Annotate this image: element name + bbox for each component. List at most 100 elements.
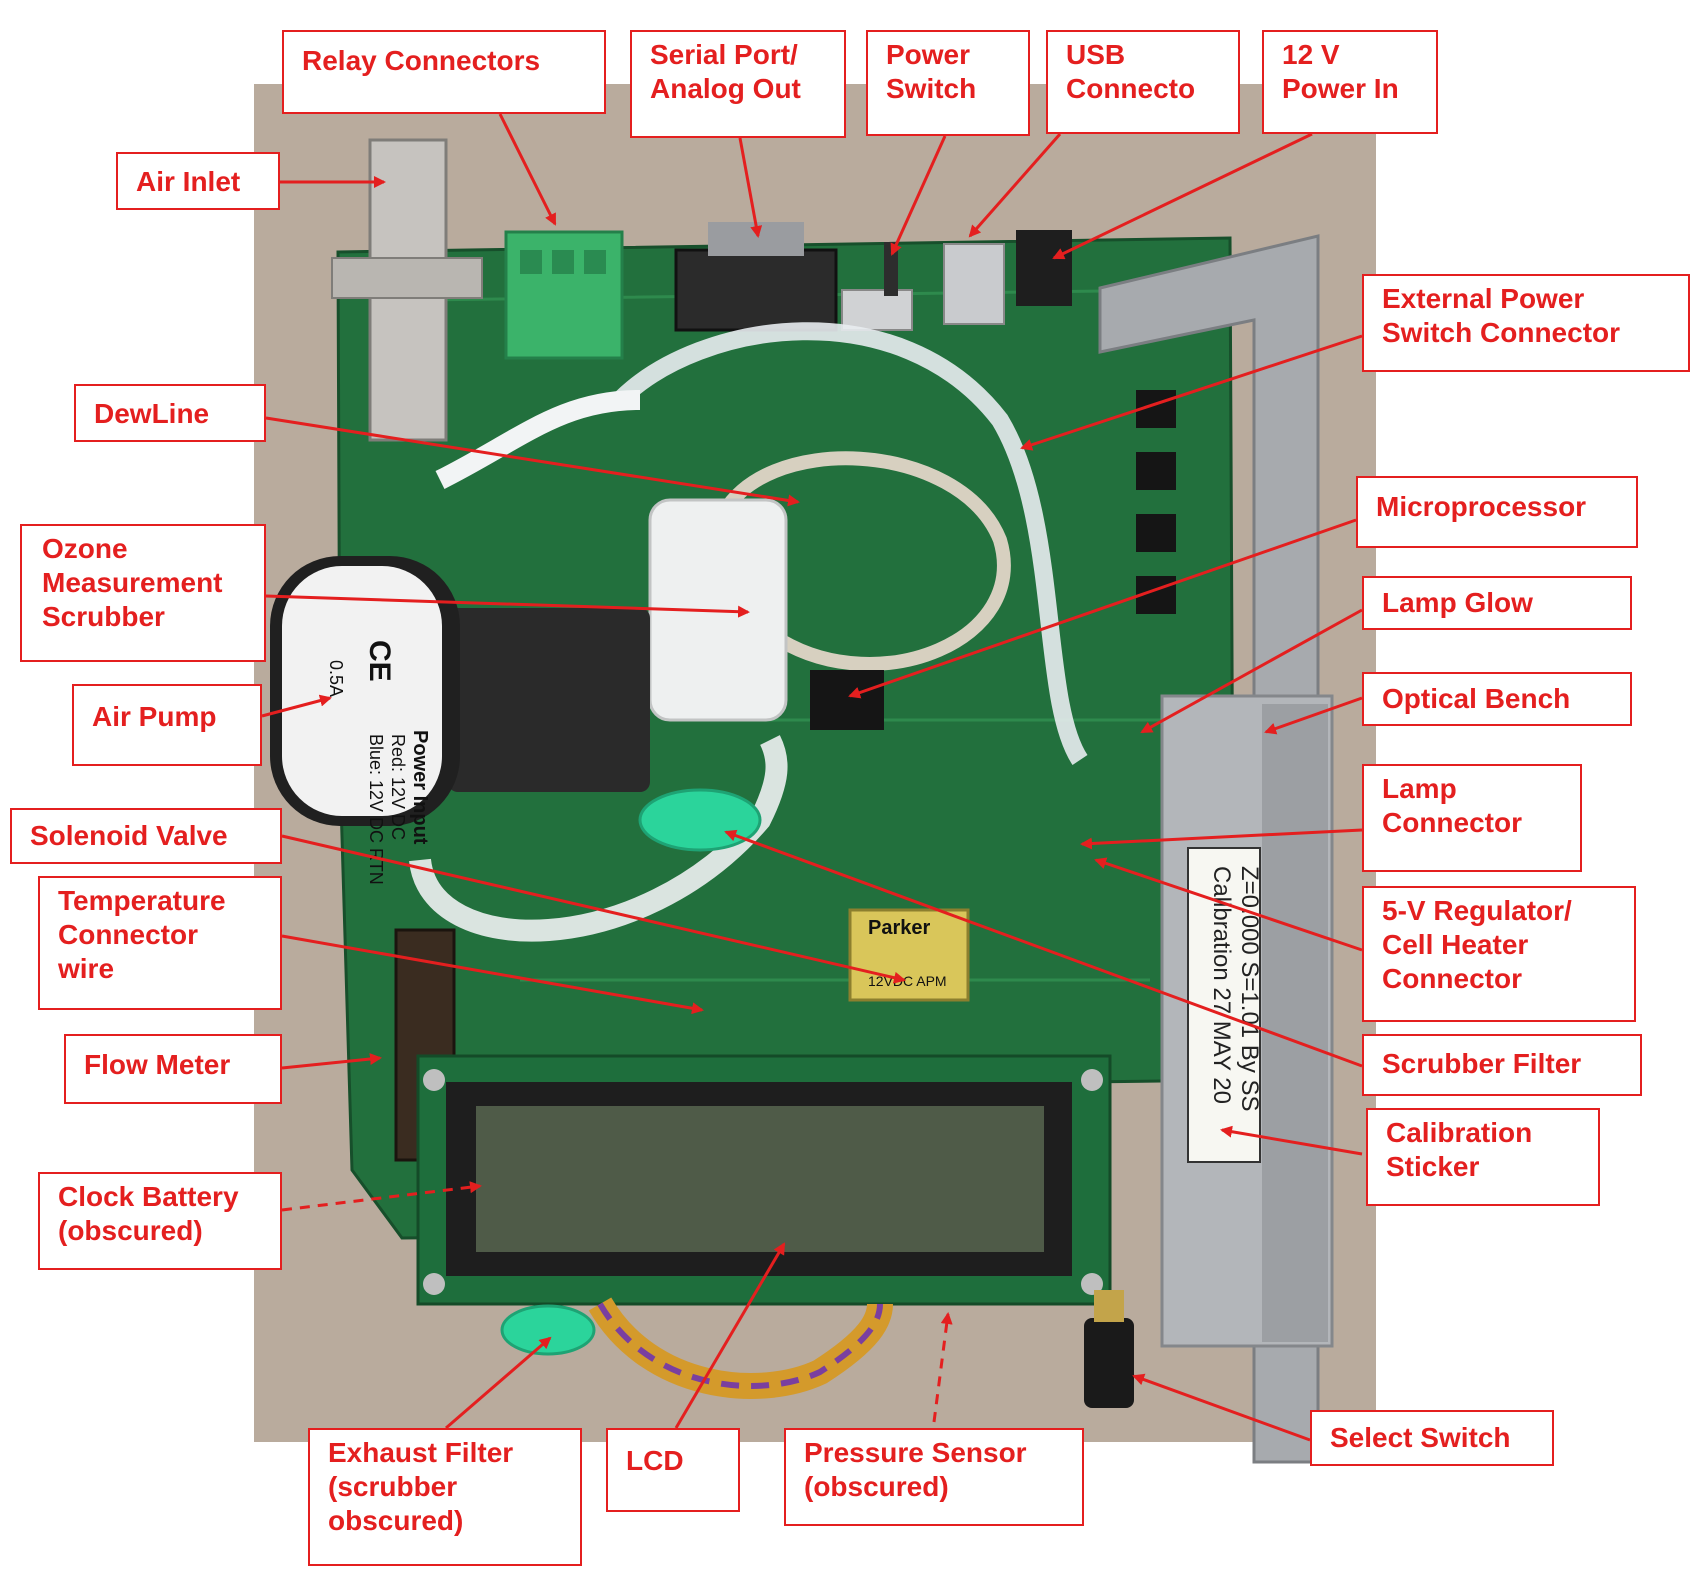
label-ozone-scrubber-line3: Scrubber <box>42 601 165 632</box>
serial-port-body <box>674 248 838 332</box>
label-relay-connectors-line1: Relay Connectors <box>302 45 541 76</box>
label-temperature-connector-line2: Connector <box>58 919 198 950</box>
label-external-power-switch-line1: External Power <box>1382 283 1585 314</box>
label-power-switch: Power Switch <box>866 30 1030 136</box>
clear-tubing <box>613 322 1088 765</box>
label-temperature-connector-line1: Temperature <box>58 885 226 916</box>
label-exhaust-filter-line2: (scrubber <box>328 1471 458 1502</box>
arrow-serial-port <box>738 137 763 238</box>
power-switch-body <box>841 289 913 331</box>
arrow-scrubber-filter <box>724 829 1363 1068</box>
arrow-optical-bench <box>1264 696 1363 735</box>
arrow-pressure-sensor <box>932 1312 953 1423</box>
label-serial-port-line1: Serial Port/ <box>650 39 798 70</box>
label-regulator-line1: 5-V Regulator/ <box>1382 895 1572 926</box>
pump-power-line1: Power Input <box>409 730 431 845</box>
label-clock-battery-line1: Clock Battery <box>58 1181 239 1212</box>
air-pump-body <box>448 608 650 792</box>
arrow-power-switch <box>890 135 947 256</box>
label-solenoid-valve-line1: Solenoid Valve <box>30 820 228 851</box>
label-usb-connector: USB Connecto <box>1046 30 1240 134</box>
label-select-switch-line1: Select Switch <box>1330 1422 1511 1453</box>
label-power-switch-line1: Power <box>886 39 971 70</box>
arrow-ozone-scrubber <box>265 594 750 618</box>
solenoid-valve-body <box>848 908 970 1002</box>
label-solenoid-valve: Solenoid Valve <box>10 808 282 864</box>
label-ozone-scrubber-line1: Ozone <box>42 533 128 564</box>
label-temperature-connector-line3: wire <box>58 953 115 984</box>
label-usb-connector-line1: USB <box>1066 39 1126 70</box>
arrow-lamp-connector <box>1080 828 1363 850</box>
arrow-usb-connector <box>968 133 1062 238</box>
arrow-regulator <box>1094 857 1363 952</box>
label-air-inlet: Air Inlet <box>116 152 280 210</box>
arrow-air-pump <box>261 694 332 718</box>
label-dewline-line1: DewLine <box>94 398 210 429</box>
label-serial-port: Serial Port/ Analog Out <box>630 30 846 138</box>
pump-rating: 0.5A <box>326 660 346 697</box>
label-serial-port-line2: Analog Out <box>650 73 801 104</box>
label-calibration-sticker-line2: Sticker <box>1386 1151 1480 1182</box>
arrow-solenoid-valve <box>281 834 906 984</box>
label-clock-battery: Clock Battery (obscured) <box>38 1172 282 1270</box>
label-relay-connectors: Relay Connectors <box>282 30 606 114</box>
label-microprocessor-line1: Microprocessor <box>1376 491 1587 522</box>
pump-power-line3: Blue: 12V DC RTN <box>366 734 386 885</box>
label-air-pump-line1: Air Pump <box>92 701 217 732</box>
label-calibration-sticker-line1: Calibration <box>1386 1117 1533 1148</box>
label-select-switch: Select Switch <box>1310 1410 1554 1466</box>
barrel-jack-body <box>1016 230 1072 306</box>
label-power-in: 12 V Power In <box>1262 30 1438 134</box>
microprocessor-chip <box>810 670 884 730</box>
label-ozone-scrubber-line2: Measurement <box>42 567 223 598</box>
label-lamp-connector-line1: Lamp <box>1382 773 1457 804</box>
label-lamp-glow: Lamp Glow <box>1362 576 1632 630</box>
pump-ce-mark: CE <box>363 640 396 682</box>
label-lamp-glow-line1: Lamp Glow <box>1382 587 1533 618</box>
label-exhaust-filter-line3: obscured) <box>328 1505 464 1536</box>
label-exhaust-filter-line1: Exhaust Filter <box>328 1437 514 1468</box>
label-lcd: LCD <box>606 1428 740 1512</box>
label-regulator-line3: Connector <box>1382 963 1522 994</box>
optical-bench-edge <box>1262 704 1328 1342</box>
arrow-lamp-glow <box>1140 608 1363 734</box>
label-scrubber-filter-line1: Scrubber Filter <box>1382 1048 1582 1079</box>
label-pressure-sensor-line2: (obscured) <box>804 1471 949 1502</box>
pump-power-line2: Red: 12V DC <box>388 734 408 840</box>
label-power-switch-line2: Switch <box>886 73 977 104</box>
exhaust-filter-disk <box>500 1304 596 1356</box>
label-regulator: 5-V Regulator/ Cell Heater Connector <box>1362 886 1636 1022</box>
label-optical-bench: Optical Bench <box>1362 672 1632 726</box>
parker-brand: Parker <box>868 917 930 939</box>
label-exhaust-filter: Exhaust Filter (scrubber obscured) <box>308 1428 582 1566</box>
label-calibration-sticker: Calibration Sticker <box>1366 1108 1600 1206</box>
label-scrubber-filter: Scrubber Filter <box>1362 1034 1642 1096</box>
select-switch-knob <box>1084 1318 1134 1408</box>
label-lamp-connector: Lamp Connector <box>1362 764 1582 872</box>
arrow-power-in <box>1052 132 1313 260</box>
usb-port-body <box>943 243 1005 325</box>
label-temperature-connector: Temperature Connector wire <box>38 876 282 1010</box>
label-dewline: DewLine <box>74 384 266 442</box>
label-external-power-switch: External Power Switch Connector <box>1362 274 1690 372</box>
lcd-screen <box>476 1106 1044 1252</box>
label-air-inlet-line1: Air Inlet <box>136 166 241 197</box>
label-lcd-line1: LCD <box>626 1445 684 1476</box>
label-pressure-sensor-line1: Pressure Sensor <box>804 1437 1027 1468</box>
label-ozone-scrubber: Ozone Measurement Scrubber <box>20 524 266 662</box>
label-pressure-sensor: Pressure Sensor (obscured) <box>784 1428 1084 1526</box>
arrow-exhaust-filter <box>445 1336 552 1430</box>
label-regulator-line2: Cell Heater <box>1382 929 1529 960</box>
arrow-microprocessor <box>848 518 1357 699</box>
calibration-sticker-line2: Z=0.000 S=1.01 By SS <box>1236 866 1263 1112</box>
arrow-relay-connectors <box>498 113 557 226</box>
arrow-external-power-switch <box>1020 334 1363 451</box>
label-lamp-connector-line2: Connector <box>1382 807 1522 838</box>
arrow-flow-meter <box>281 1053 382 1070</box>
arrow-clock-battery <box>281 1181 482 1212</box>
arrow-lcd <box>674 1242 786 1429</box>
label-usb-connector-line2: Connecto <box>1066 73 1196 104</box>
arrow-dewline <box>265 416 800 507</box>
